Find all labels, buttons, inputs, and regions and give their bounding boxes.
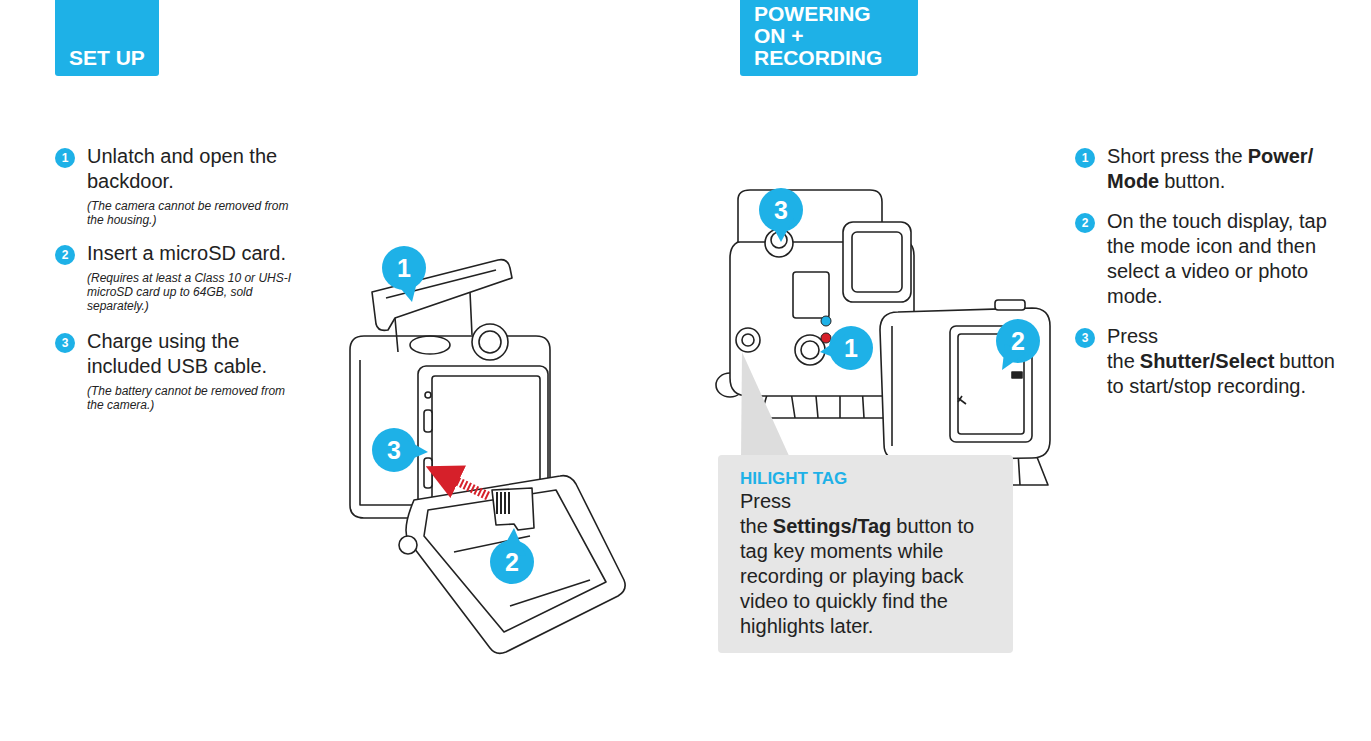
step-text: On the touch display, tap the mode icon …	[1107, 209, 1347, 309]
tip-heading: HILIGHT TAG	[740, 469, 997, 489]
section-title: POWERING ON + RECORDING	[754, 3, 904, 69]
callout-number: 3	[761, 195, 801, 225]
step-instruction: On the touch display, tap the mode icon …	[1107, 209, 1347, 309]
step-text: Unlatch and open the backdoor. (The camer…	[87, 144, 302, 227]
status-light-red	[821, 333, 831, 343]
callout-number: 2	[492, 547, 532, 577]
step-note: (The battery cannot be removed from the …	[87, 384, 302, 412]
status-light-blue	[821, 316, 831, 326]
housing-open-drawing	[350, 260, 625, 654]
step-text: Short press thePower/ Modebutton.	[1107, 144, 1347, 194]
step-text: Press theShutter/Selectbutton to start/s…	[1107, 324, 1347, 399]
insert-arrow	[442, 474, 488, 496]
step-instruction: Insert a microSD card.	[87, 241, 302, 266]
step-instruction: Short press the	[1107, 145, 1243, 167]
section-tab: SET UP	[55, 0, 159, 76]
step-instruction: Unlatch and open the backdoor.	[87, 144, 302, 194]
callout-number: 3	[374, 435, 414, 465]
step-number: 2	[55, 245, 75, 265]
tip-text: Settings/Tag	[773, 515, 892, 537]
step-text: Insert a microSD card. (Requires at least…	[87, 241, 302, 313]
step-instruction: button.	[1164, 170, 1225, 192]
callout-number: 1	[384, 253, 424, 283]
step-instruction: Shutter/Select	[1140, 350, 1274, 372]
tip-box: HILIGHT TAGPress theSettings/Tagbutton t…	[718, 455, 1013, 653]
tag-leader	[741, 352, 790, 458]
step-number: 1	[55, 148, 75, 168]
step-note: (Requires at least a Class 10 or UHS-I m…	[87, 271, 302, 313]
step-instruction: Charge using the included USB cable.	[87, 329, 302, 379]
step-text: Charge using the included USB cable. (The…	[87, 329, 302, 412]
callout-number: 1	[831, 333, 871, 363]
step-number: 1	[1075, 148, 1095, 168]
step-number: 3	[55, 333, 75, 353]
step-note: (The camera cannot be removed from the h…	[87, 199, 302, 227]
step-number: 2	[1075, 213, 1095, 233]
section-title: SET UP	[69, 47, 145, 69]
section-tab: POWERING ON + RECORDING	[740, 0, 918, 76]
step-number: 3	[1075, 328, 1095, 348]
callout-number: 2	[998, 326, 1038, 356]
